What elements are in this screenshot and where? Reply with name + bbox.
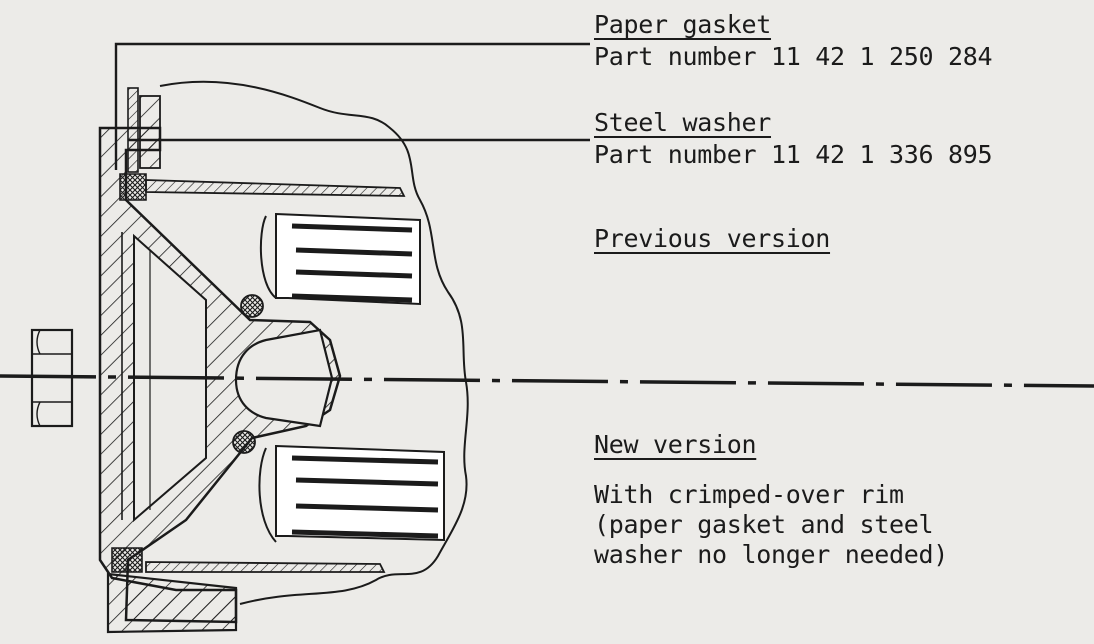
steel-washer-label: Steel washer: [594, 108, 772, 137]
crimped-rim: [106, 572, 238, 634]
lower-o-ring: [232, 430, 256, 454]
upper-pleats: [291, 223, 413, 303]
new-version-description-line-1: With crimped-over rim: [594, 480, 904, 509]
break-line: [159, 80, 469, 605]
lower-pleats: [291, 455, 439, 539]
paper-gasket-label: Paper gasket: [594, 10, 772, 39]
upper-seal-ring: [119, 173, 147, 201]
previous-version-heading: Previous version: [594, 224, 831, 253]
new-version-description-line-2: (paper gasket and steel: [594, 510, 934, 539]
new-version-description-line-3: washer no longer needed): [594, 540, 949, 569]
paper-gasket-part-number: Part number 11 42 1 250 284: [594, 42, 993, 71]
steel-washer-part: [139, 95, 161, 169]
lower-seal-ring: [111, 547, 143, 573]
upper-o-ring: [240, 294, 264, 318]
upper-can-wall: [145, 179, 406, 197]
new-version-heading: New version: [594, 430, 757, 459]
steel-washer-part-number: Part number 11 42 1 336 895: [594, 140, 993, 169]
lower-filter-element: [275, 444, 445, 542]
lower-can-wall: [145, 561, 386, 573]
paper-gasket-leader: [114, 42, 590, 170]
centre-line: [0, 374, 1094, 388]
upper-filter-element: [275, 212, 421, 306]
paper-gasket-part: [127, 87, 139, 173]
